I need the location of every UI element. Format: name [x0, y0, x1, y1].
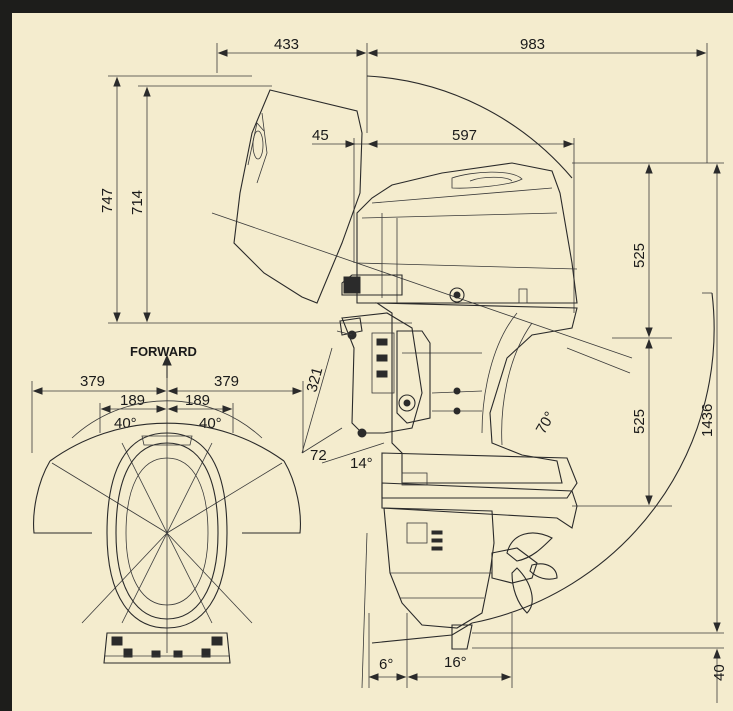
- dim-189-right: 189: [185, 392, 210, 409]
- dim-433: 433: [274, 36, 299, 53]
- tilted-cowl-ghost: [233, 89, 363, 304]
- dim-525-upper: 525: [631, 243, 648, 268]
- trim-angle-group: [301, 347, 513, 689]
- top-view-engine: [33, 400, 301, 664]
- angle-40-right: 40°: [199, 415, 222, 432]
- engine-side-view: [336, 162, 578, 650]
- angle-14: 14°: [350, 455, 373, 472]
- outboard-dimension-drawing: 433 983 45 597 747 714: [31, 36, 728, 703]
- dim-45: 45: [312, 127, 329, 144]
- dim-72: 72: [310, 447, 327, 464]
- cowl-dimension-group: [312, 138, 575, 313]
- dim-379-left: 379: [80, 373, 105, 390]
- angle-6: 6°: [379, 656, 393, 673]
- dim-747: 747: [99, 188, 116, 213]
- forward-label: FORWARD: [130, 344, 197, 359]
- dim-379-right: 379: [214, 373, 239, 390]
- dim-40: 40: [711, 664, 728, 681]
- right-dimension-group: [472, 162, 724, 703]
- tilt-arc-group: [211, 75, 715, 644]
- dim-597: 597: [452, 127, 477, 144]
- dim-1436: 1436: [699, 404, 716, 437]
- tilt-height-group: [108, 75, 412, 324]
- top-dimension-group: [216, 43, 708, 163]
- dim-983: 983: [520, 36, 545, 53]
- dim-189-left: 189: [120, 392, 145, 409]
- drawing-sheet: 433 983 45 597 747 714: [12, 13, 733, 711]
- top-view-dimension-group: [31, 354, 304, 653]
- angle-70: 70°: [533, 409, 559, 437]
- angle-40-left: 40°: [114, 415, 137, 432]
- angle-16: 16°: [444, 654, 467, 671]
- dim-321: 321: [303, 365, 326, 394]
- dim-525-lower: 525: [631, 409, 648, 434]
- dim-714: 714: [129, 190, 146, 215]
